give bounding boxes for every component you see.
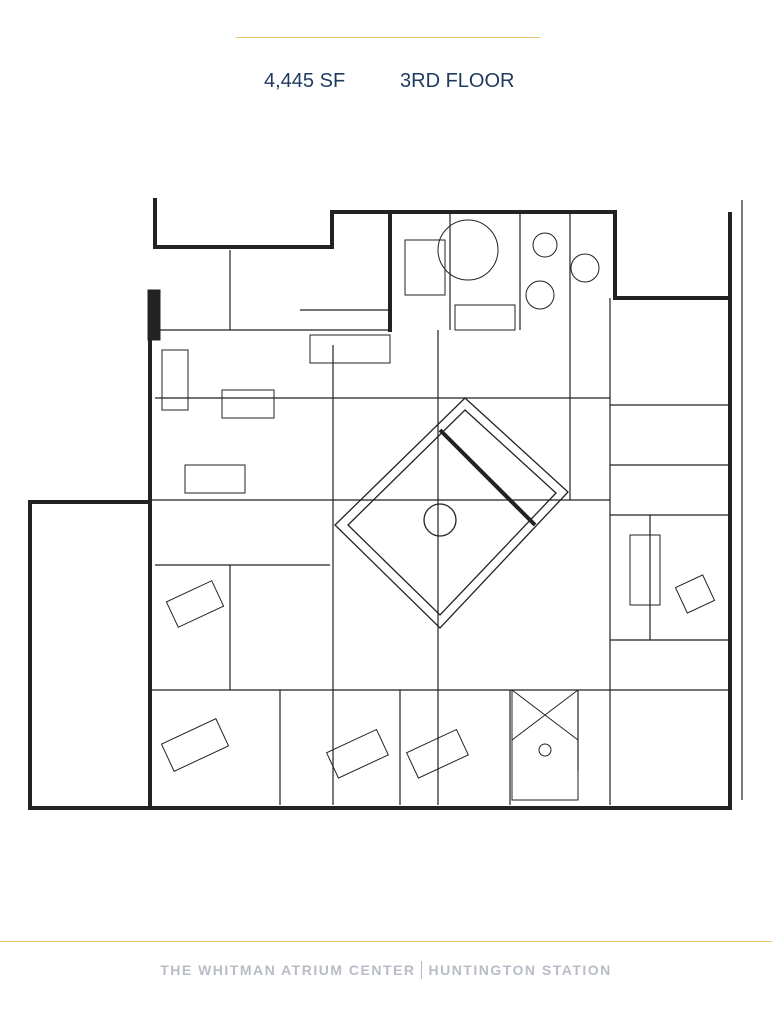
top-divider: [236, 37, 540, 38]
furniture: [160, 219, 716, 801]
building-name: THE WHITMAN ATRIUM CENTER: [160, 962, 416, 978]
column: [147, 289, 161, 341]
location-name: HUNTINGTON STATION: [428, 962, 612, 978]
interior-walls: [150, 200, 743, 805]
exterior-walls: [28, 198, 732, 810]
floor-label: 3RD FLOOR: [400, 70, 515, 92]
square-footage: 4,445 SF: [264, 70, 346, 92]
floor-plan-drawing: [28, 198, 743, 810]
footer-separator: [421, 961, 423, 979]
bottom-divider: [0, 941, 772, 942]
footer: THE WHITMAN ATRIUM CENTER HUNTINGTON STAT…: [0, 961, 772, 979]
plan-stats: 4,445 SF 3RD FLOOR: [0, 70, 772, 96]
conference-diamond: [334, 397, 569, 629]
